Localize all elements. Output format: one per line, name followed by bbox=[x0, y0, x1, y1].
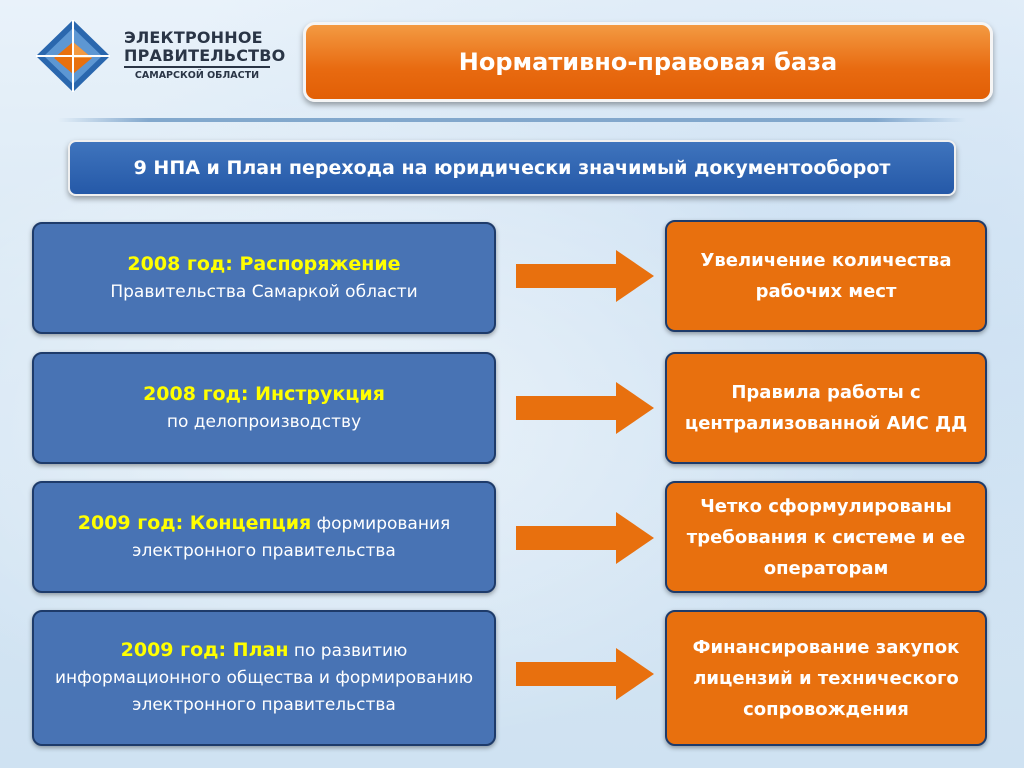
subtitle: 9 НПА и План перехода на юридически знач… bbox=[133, 157, 891, 179]
right-box-1: Увеличение количества рабочих мест bbox=[665, 220, 987, 332]
right-box-4-text: Финансирование закупок лицензий и технич… bbox=[692, 636, 960, 720]
logo: ЭЛЕКТРОННОЕ ПРАВИТЕЛЬСТВО САМАРСКОЙ ОБЛА… bbox=[34, 14, 286, 94]
arrow-right-icon bbox=[516, 648, 654, 700]
left-box-2-year: 2008 год: Инструкция bbox=[143, 382, 385, 405]
left-box-3-year: 2009 год: Концепция bbox=[77, 511, 312, 534]
left-box-4-year: 2009 год: План bbox=[120, 639, 289, 661]
logo-text-line2: ПРАВИТЕЛЬСТВО bbox=[124, 46, 286, 65]
left-box-1: 2008 год: Распоряжение Правительства Сам… bbox=[32, 222, 496, 334]
logo-text-line3: САМАРСКОЙ ОБЛАСТИ bbox=[134, 70, 260, 81]
left-box-1-year: 2008 год: Распоряжение bbox=[127, 252, 401, 275]
right-box-2: Правила работы с централизованной АИС ДД bbox=[665, 352, 987, 464]
left-box-1-text: Правительства Самаркой области bbox=[110, 281, 418, 302]
right-box-1-text: Увеличение количества рабочих мест bbox=[700, 250, 952, 302]
arrow-right-icon bbox=[516, 512, 654, 564]
logo-divider bbox=[124, 66, 270, 85]
left-box-4-text: по развитию информационного общества и ф… bbox=[54, 641, 474, 715]
left-box-4: 2009 год: План по развитию информационно… bbox=[32, 610, 496, 746]
right-box-4: Финансирование закупок лицензий и технич… bbox=[665, 610, 987, 746]
logo-text-line1: ЭЛЕКТРОННОЕ bbox=[124, 28, 263, 47]
title-banner: Нормативно-правовая база bbox=[303, 22, 993, 102]
subtitle-bar: 9 НПА и План перехода на юридически знач… bbox=[68, 140, 956, 196]
right-box-2-text: Правила работы с централизованной АИС ДД bbox=[684, 382, 968, 434]
e-government-logo-icon bbox=[36, 20, 110, 92]
right-box-3-text: Четко сформулированы требования к систем… bbox=[686, 495, 966, 579]
arrow-right-icon bbox=[516, 382, 654, 434]
right-box-3: Четко сформулированы требования к систем… bbox=[665, 481, 987, 593]
left-box-3-text: формирования электронного правительства bbox=[132, 513, 451, 561]
left-box-2: 2008 год: Инструкция по делопроизводству bbox=[32, 352, 496, 464]
arrow-right-icon bbox=[516, 250, 654, 302]
separator-line bbox=[58, 118, 966, 122]
left-box-3: 2009 год: Концепция формирования электро… bbox=[32, 481, 496, 593]
page-title: Нормативно-правовая база bbox=[458, 48, 838, 76]
left-box-2-text: по делопроизводству bbox=[166, 411, 362, 432]
